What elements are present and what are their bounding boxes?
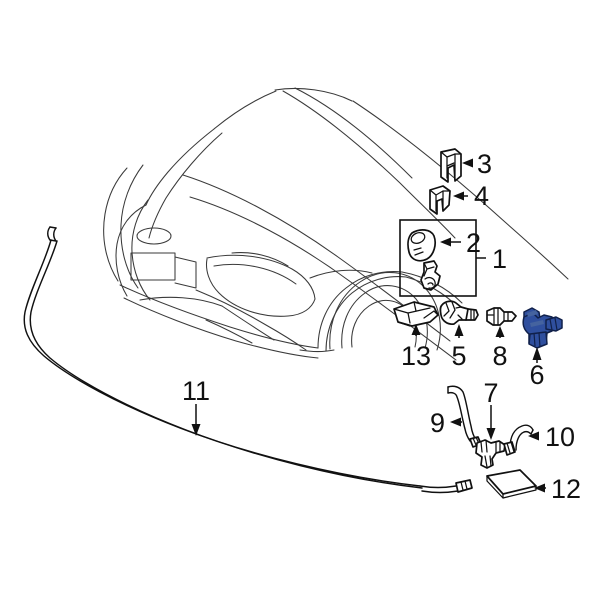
callout-7-label: 7 (483, 378, 498, 408)
callout-2-label: 2 (466, 228, 481, 258)
callout-3: 3 (462, 149, 492, 179)
part-9-short-bent-hose (447, 385, 482, 448)
part-7-three-way-joint (475, 439, 506, 469)
callout-4: 4 (453, 181, 489, 211)
callout-6-label: 6 (529, 360, 544, 390)
vehicle-outline (103, 87, 569, 361)
callout-5: 5 (451, 324, 467, 371)
part-3-washer-hose-clip (440, 148, 462, 183)
part-10-short-elbow-hose (503, 424, 534, 456)
callout-10: 10 (528, 422, 575, 452)
part-4-washer-hose-clamp (429, 185, 451, 215)
callout-12: 12 (534, 474, 581, 504)
part-1-nozzle-body (420, 260, 441, 291)
part-12-grommet-pad (486, 469, 537, 499)
callout-7: 7 (483, 378, 499, 440)
callout-10-label: 10 (545, 422, 575, 452)
callout-8: 8 (492, 326, 508, 371)
callout-13-label: 13 (401, 341, 431, 371)
part-8-check-valve (486, 307, 517, 326)
callout-2: 2 (440, 228, 481, 258)
part-6-hose-elbow-connector-highlighted (522, 307, 563, 349)
part-5-washer-motor (439, 300, 479, 325)
callout-9: 9 (430, 408, 462, 438)
callout-12-label: 12 (551, 474, 581, 504)
callout-4-label: 4 (474, 181, 489, 211)
callout-6: 6 (529, 347, 545, 390)
callout-11: 11 (182, 376, 210, 436)
callout-13: 13 (401, 324, 431, 371)
callout-8-label: 8 (492, 341, 507, 371)
part-13-retainer-bracket (393, 301, 439, 327)
part-11-long-washer-hose (23, 226, 473, 494)
callout-1: 1 (476, 244, 507, 274)
callout-1-label: 1 (492, 244, 507, 274)
part-2-nozzle-cap (407, 229, 437, 262)
callout-3-label: 3 (477, 149, 492, 179)
callout-5-label: 5 (451, 341, 466, 371)
callout-9-label: 9 (430, 408, 445, 438)
callout-11-label: 11 (182, 376, 210, 406)
